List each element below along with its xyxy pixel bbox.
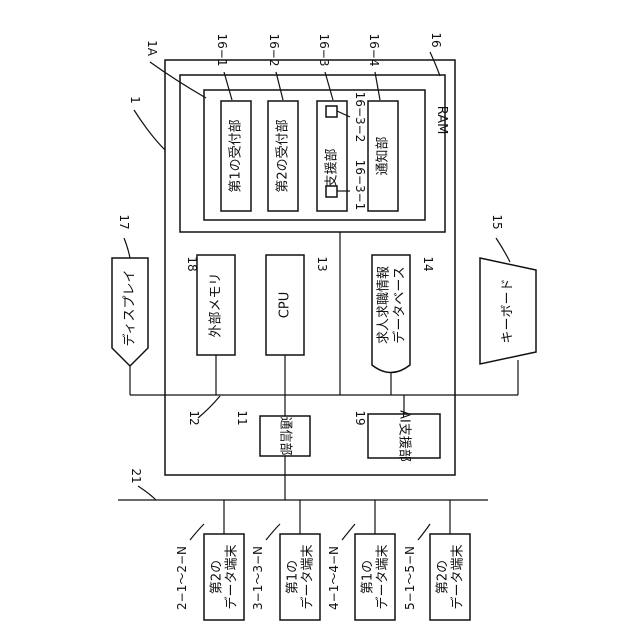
- ref-terminal-1: 2−1〜2−N: [175, 546, 189, 610]
- ref-terminal-3: 4−1〜4−N: [327, 546, 341, 610]
- ref-terminal-2: 3−1〜3−N: [251, 546, 265, 610]
- ref-16-3: 16−3: [317, 34, 331, 67]
- ref-16-1: 16−1: [215, 34, 229, 67]
- leader-terminal-3: [342, 524, 355, 540]
- ref-16-3-2: 16−3−2: [353, 92, 367, 143]
- ref-1: 1: [128, 96, 142, 104]
- ref-11: 11: [235, 410, 249, 425]
- leader-terminal-1: [190, 524, 204, 540]
- submodule-16-3-1-box: [326, 186, 337, 197]
- module-support-label: 支援部: [325, 148, 340, 187]
- keyboard-label: キーボード: [501, 278, 516, 343]
- leader-terminal-4: [418, 524, 430, 540]
- terminal-1-label-line1: 第2の: [210, 560, 225, 594]
- ref-1a: 1A: [145, 40, 159, 57]
- terminal-2-label-line2: データ端末: [300, 544, 316, 609]
- display-label: ディスプレイ: [122, 269, 138, 346]
- ref-13: 13: [315, 256, 329, 271]
- terminal-1-label-line2: データ端末: [224, 544, 240, 609]
- ref-17: 17: [117, 214, 131, 229]
- ref-16-2: 16−2: [267, 34, 281, 67]
- module-notification-label: 通知部: [375, 136, 391, 175]
- terminal-2-label-line1: 第1の: [286, 560, 301, 594]
- submodule-16-3-2-box: [326, 106, 337, 117]
- terminal-3-label-line2: データ端末: [375, 544, 391, 609]
- module-first-receiving-label: 第1の受付部: [229, 119, 244, 192]
- ref-19: 19: [353, 410, 367, 425]
- ai-support-label: AI支援部: [397, 410, 412, 462]
- ram-label: RAM: [434, 106, 449, 135]
- leader-15: [496, 238, 510, 262]
- database-label-line2: データベース: [392, 266, 408, 343]
- terminal-4-label-line2: データ端末: [450, 544, 466, 609]
- ref-terminal-4: 5−1〜5−N: [403, 546, 417, 610]
- ref-16-3-1: 16−3−1: [353, 160, 367, 211]
- terminal-3-label-line1: 第1の: [361, 560, 376, 594]
- ref-16: 16: [429, 32, 443, 47]
- ref-18: 18: [185, 256, 199, 271]
- terminal-4-label-line1: 第2の: [436, 560, 451, 594]
- ref-15: 15: [490, 214, 504, 229]
- leader-terminal-2: [266, 524, 280, 540]
- cpu-label: CPU: [278, 292, 293, 318]
- ref-16-4: 16−4: [367, 34, 381, 67]
- leader-21: [138, 486, 156, 500]
- communication-unit-label: 通信部: [278, 416, 293, 455]
- leader-1: [134, 110, 165, 150]
- external-memory-label: 外部メモリ: [209, 272, 224, 337]
- database-label-line1: 求人求職情報: [377, 266, 392, 344]
- ref-21: 21: [129, 468, 143, 483]
- leader-17: [124, 238, 130, 258]
- module-second-receiving-label: 第2の受付部: [276, 119, 291, 192]
- ref-14: 14: [421, 256, 435, 271]
